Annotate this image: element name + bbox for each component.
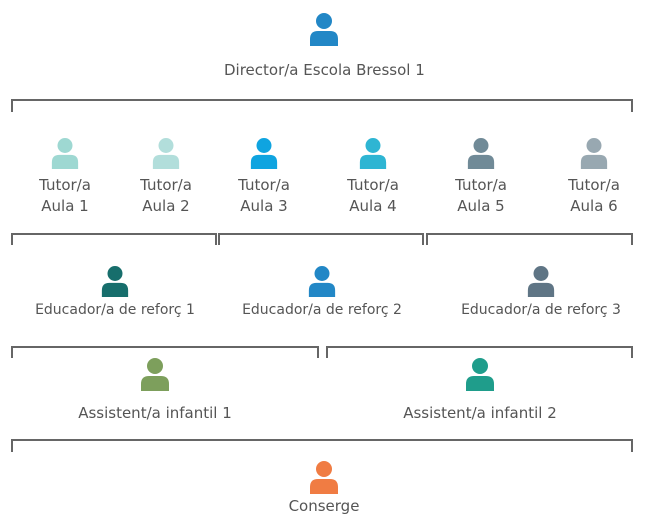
educator-label: Educador/a de reforç 2 [242, 302, 402, 318]
person-icon [580, 138, 608, 169]
tutor-classroom: Aula 2 [142, 197, 190, 215]
person-icon [310, 461, 338, 494]
educator-node-2: Educador/a de reforç 2 [222, 265, 422, 321]
person-icon [310, 13, 338, 46]
assistant-label: Assistent/a infantil 1 [78, 404, 232, 422]
tutor-node-4: Tutor/a Aula 4 [328, 137, 418, 217]
tutor-classroom: Aula 4 [349, 197, 397, 215]
person-icon [359, 138, 387, 169]
director-label: Director/a Escola Bressol 1 [224, 61, 425, 79]
tutor-title: Tutor/a [39, 176, 91, 194]
educator-node-3: Educador/a de reforç 3 [441, 265, 641, 321]
conserge-label: Conserge [288, 497, 360, 515]
person-icon [308, 266, 336, 297]
tutor-node-3: Tutor/a Aula 3 [219, 137, 309, 217]
educator-label: Educador/a de reforç 1 [35, 302, 195, 318]
educator-label: Educador/a de reforç 3 [461, 302, 621, 318]
assistant-node-1: Assistent/a infantil 1 [55, 357, 255, 424]
person-icon [152, 138, 180, 169]
tutor-node-2: Tutor/a Aula 2 [121, 137, 211, 217]
tutor-classroom: Aula 6 [570, 197, 618, 215]
tutor-node-1: Tutor/a Aula 1 [20, 137, 110, 217]
person-icon [51, 138, 79, 169]
tutor-title: Tutor/a [568, 176, 620, 194]
person-icon [467, 138, 495, 169]
tutor-node-5: Tutor/a Aula 5 [436, 137, 526, 217]
tutor-title: Tutor/a [140, 176, 192, 194]
tutor-node-6: Tutor/a Aula 6 [549, 137, 639, 217]
tutor-title: Tutor/a [455, 176, 507, 194]
tutor-classroom: Aula 3 [240, 197, 288, 215]
person-icon [527, 266, 555, 297]
director-node: Director/a Escola Bressol 1 [224, 12, 425, 81]
tutor-classroom: Aula 1 [41, 197, 89, 215]
person-icon [466, 358, 494, 391]
person-icon [250, 138, 278, 169]
tutor-classroom: Aula 5 [457, 197, 505, 215]
educator-node-1: Educador/a de reforç 1 [15, 265, 215, 321]
tutor-title: Tutor/a [347, 176, 399, 194]
assistant-label: Assistent/a infantil 2 [403, 404, 557, 422]
tutor-title: Tutor/a [238, 176, 290, 194]
assistant-node-2: Assistent/a infantil 2 [380, 357, 580, 424]
person-icon [101, 266, 129, 297]
person-icon [141, 358, 169, 391]
conserge-node: Conserge [244, 460, 404, 517]
